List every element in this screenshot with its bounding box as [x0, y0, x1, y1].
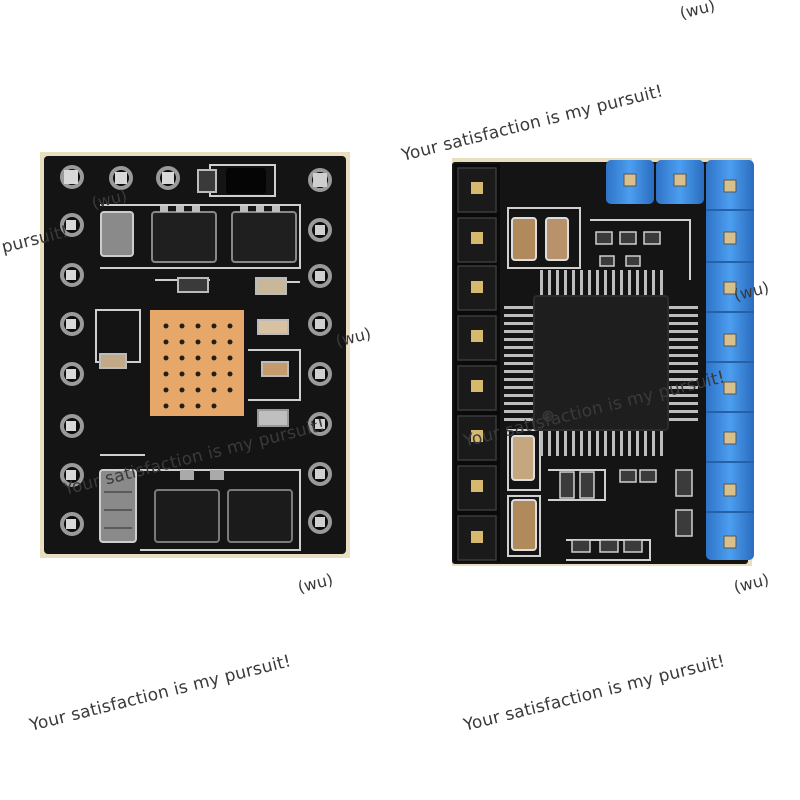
smd-parts-right — [559, 231, 693, 553]
passives-left — [99, 277, 289, 480]
capacitor-2 — [545, 217, 569, 261]
right-pin-pads — [308, 168, 332, 534]
mosfet-4 — [227, 489, 293, 543]
sensor-chip — [226, 168, 266, 194]
blue-pin-header-right — [706, 160, 754, 560]
left-pin-pads — [60, 165, 84, 536]
capacitor-1 — [511, 217, 537, 261]
capacitor-4 — [511, 435, 535, 481]
qfp-chip — [504, 270, 698, 456]
right-driver-board — [452, 158, 754, 566]
smd-part — [197, 169, 217, 193]
black-pin-header — [454, 164, 500, 562]
inductor-bottom — [99, 469, 137, 543]
mosfet-1 — [151, 211, 217, 263]
left-driver-board — [40, 152, 350, 558]
thermal-vias — [163, 323, 233, 409]
capacitor-left — [100, 211, 134, 257]
mosfet-3 — [154, 489, 220, 543]
capacitor-3 — [511, 499, 537, 551]
blue-pin-header-top — [606, 160, 704, 204]
mosfet-2 — [231, 211, 297, 263]
